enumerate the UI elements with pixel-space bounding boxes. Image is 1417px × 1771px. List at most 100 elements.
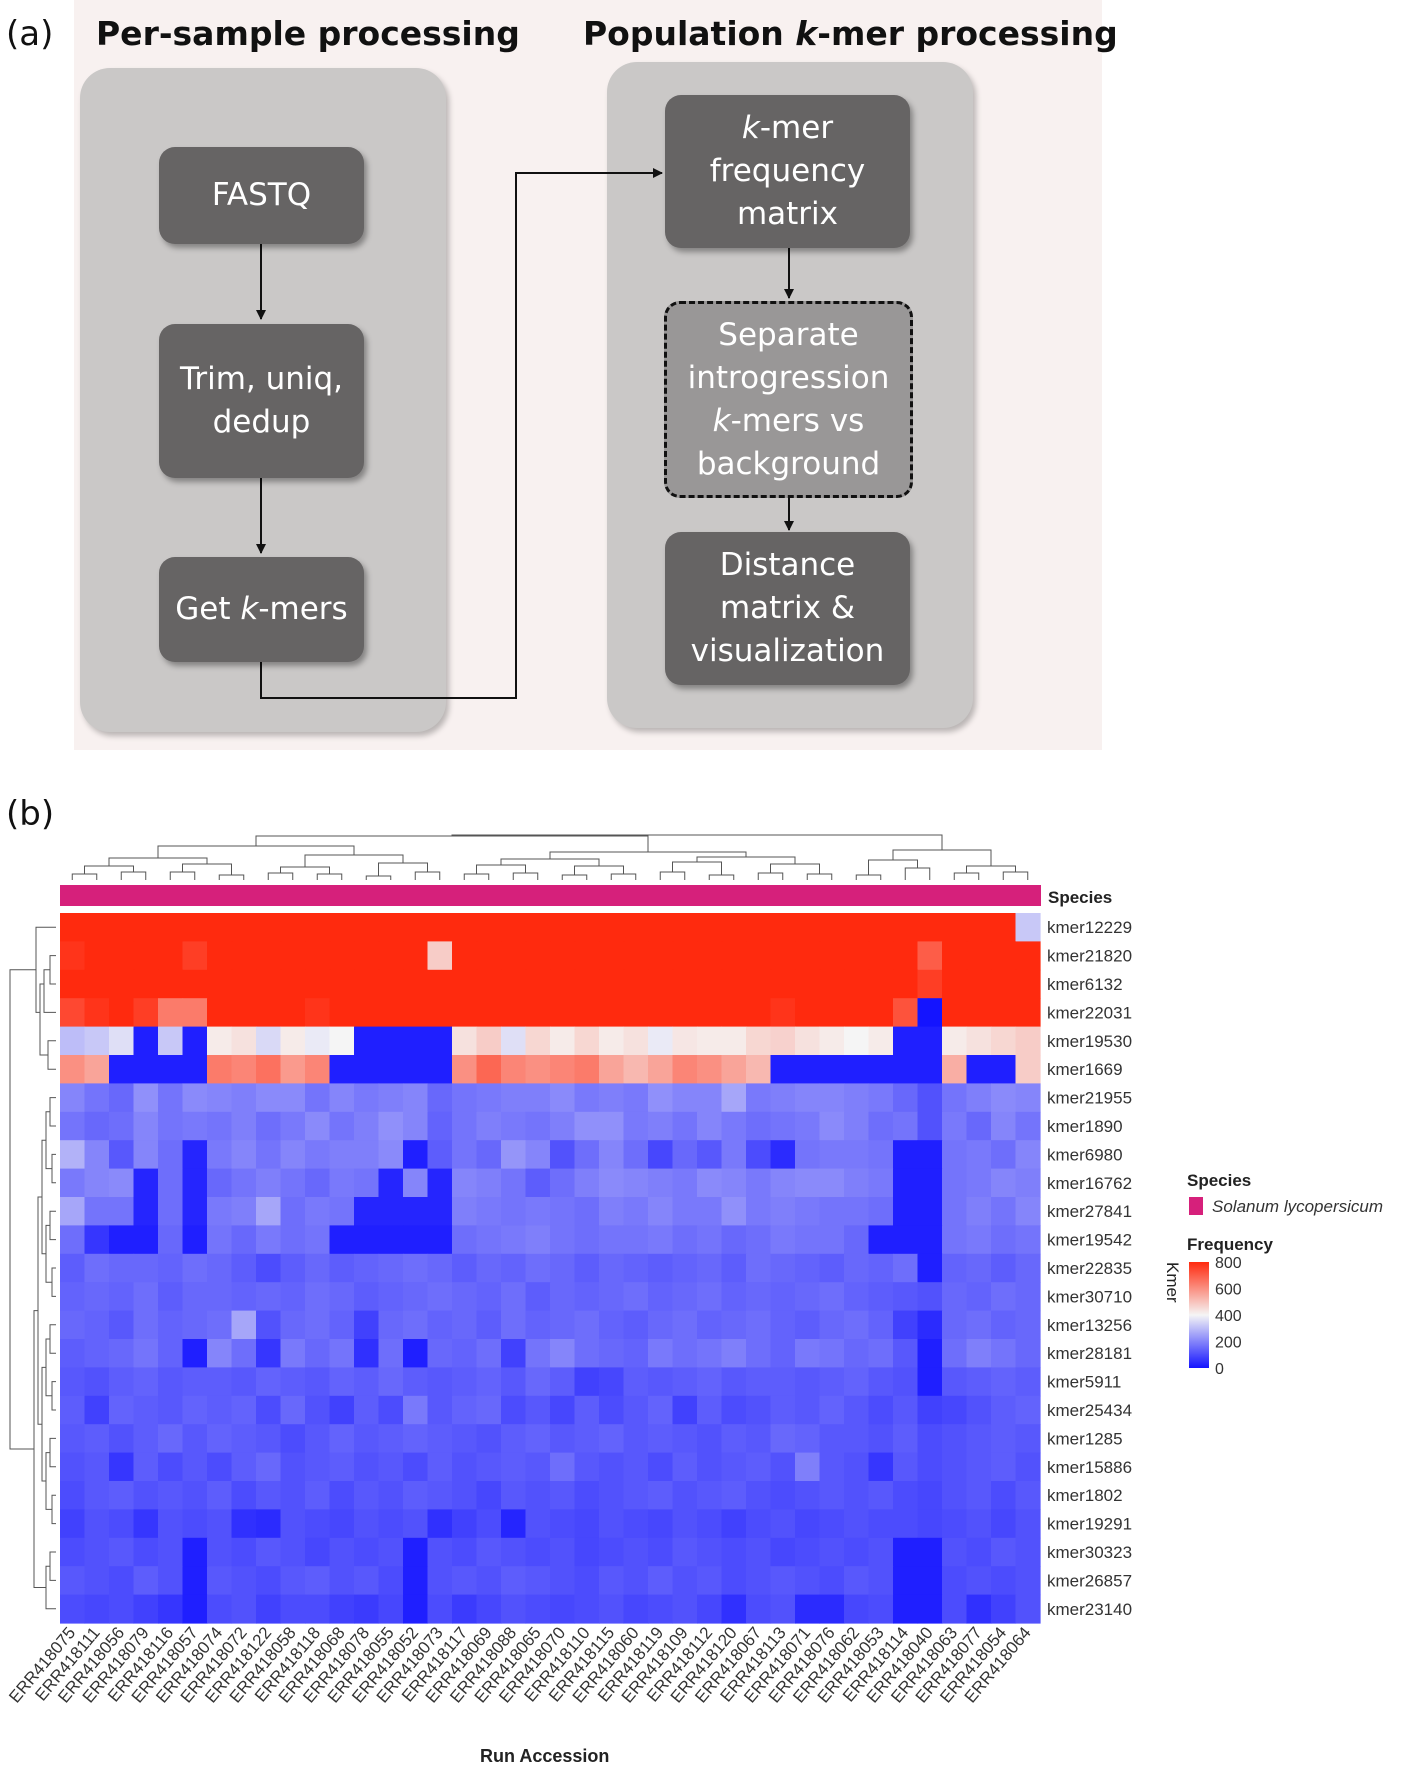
heatmap-cell [819,1282,845,1312]
heatmap-cell [403,1140,429,1170]
heatmap-cell [697,1509,723,1539]
heatmap-cell [795,1140,821,1170]
heatmap-cell [672,1566,698,1596]
heatmap-cell [378,1055,404,1084]
heatmap-cell [966,998,992,1028]
separate-line3: -mers vs [730,402,865,439]
population-title-k: k [795,14,818,53]
row-dendrogram-branch [49,1551,56,1581]
heatmap-cell [966,1253,992,1283]
heatmap-cell [84,1452,110,1482]
row-label: kmer25434 [1047,1401,1132,1420]
heatmap-cell [231,1537,257,1567]
heatmap-cell [574,1253,600,1283]
heatmap-cell [991,1140,1017,1170]
heatmap-cell [991,1481,1017,1510]
heatmap-cell [648,1452,674,1482]
heatmap-cell [917,1424,943,1454]
heatmap-cell [893,1111,919,1141]
heatmap-cell [158,1140,184,1170]
heatmap-cell [207,1339,233,1368]
heatmap-cell [378,1253,404,1283]
heatmap-cell [501,1339,527,1368]
heatmap-cell [917,1452,943,1482]
heatmap-cell [354,1282,380,1312]
heatmap-cell [84,1481,110,1510]
heatmap-cell [819,969,845,999]
heatmap-cell [819,1225,845,1255]
column-dendrogram [71,834,1029,880]
species-annotation-label: Species [1048,888,1112,907]
heatmap-cell [452,1026,478,1056]
heatmap-cell [868,1197,894,1226]
heatmap-cell [697,1111,723,1141]
heatmap-cell [550,1537,576,1567]
heatmap-cell [403,1197,429,1226]
heatmap-cell [256,1055,282,1084]
heatmap-cell [403,1111,429,1141]
heatmap-cell [280,1395,306,1425]
heatmap-cell [452,1083,478,1113]
heatmap-cell [1015,1197,1041,1226]
heatmap-cell [354,1395,380,1425]
heatmap-cell [550,1140,576,1170]
heatmap-cell [525,1509,551,1539]
heatmap-cell [795,1168,821,1198]
heatmap-cell [427,1197,453,1226]
heatmap-cell [305,1339,331,1368]
row-label: kmer19542 [1047,1231,1132,1250]
heatmap-cell [427,1111,453,1141]
heatmap-cell [966,1083,992,1113]
heatmap-cell [378,1424,404,1454]
heatmap-cell [648,1225,674,1255]
heatmap-cell [795,1481,821,1510]
heatmap-cell [966,1395,992,1425]
legend-tick-label: 600 [1215,1282,1242,1299]
heatmap-cell [84,998,110,1028]
heatmap-cell [231,913,257,942]
heatmap-cell [893,1282,919,1312]
heatmap-cell [256,1395,282,1425]
row-label: kmer6132 [1047,975,1123,994]
row-label: kmer1890 [1047,1117,1123,1136]
heatmap-cell [182,913,208,942]
heatmap-cell [917,913,943,942]
heatmap-cell [574,1225,600,1255]
heatmap-cell [721,1594,747,1624]
heatmap-cell [329,1197,355,1226]
heatmap-cell [256,1310,282,1340]
legend-tick-label: 0 [1215,1361,1224,1378]
heatmap-cell [452,1424,478,1454]
heatmap-cell [599,1452,625,1482]
get-kmers-k: k [240,591,259,627]
legend-tick-label: 400 [1215,1308,1242,1325]
heatmap-cell [109,1197,135,1226]
heatmap-cell [1015,1452,1041,1482]
heatmap-cell [795,1225,821,1255]
heatmap-cell [133,1225,159,1255]
heatmap-cell [133,1452,159,1482]
heatmap-cell [1015,1367,1041,1397]
heatmap-cell [231,1282,257,1312]
heatmap-cell [672,1367,698,1397]
heatmap-cell [158,1424,184,1454]
heatmap-cell [133,1481,159,1510]
heatmap-cell [158,1367,184,1397]
heatmap-cell [403,1424,429,1454]
heatmap-cell [966,1566,992,1596]
heatmap-cell [672,1055,698,1084]
column-dendrogram-branch [892,849,992,866]
heatmap-cell [574,941,600,971]
heatmap-cell [476,1509,502,1539]
heatmap-cell [917,1111,943,1141]
column-dendrogram-branch [120,871,147,880]
heatmap-cell [819,1339,845,1368]
heatmap-cell [329,1594,355,1624]
heatmap-cell [746,1083,772,1113]
heatmap-cell [452,1566,478,1596]
heatmap-cell [819,1111,845,1141]
heatmap-cell [182,998,208,1028]
heatmap-cell [893,1481,919,1510]
row-label: kmer22835 [1047,1259,1132,1278]
row-label: kmer1802 [1047,1486,1123,1505]
